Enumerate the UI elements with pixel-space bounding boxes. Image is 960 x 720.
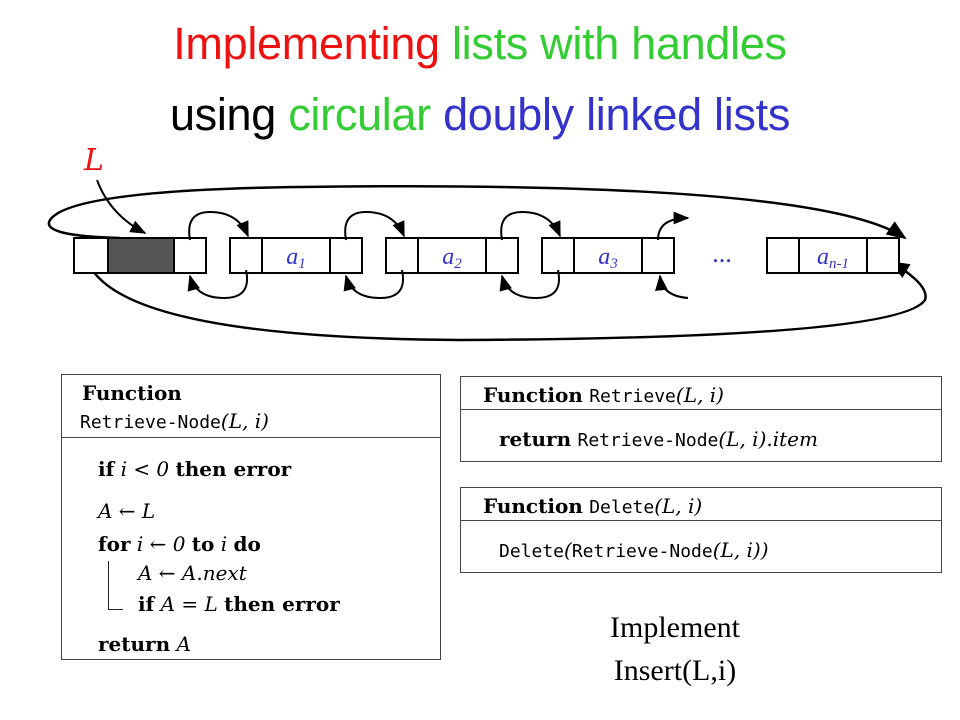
delete-header: Function Delete(L, i)	[483, 494, 703, 518]
handle-pointer-arrow	[96, 179, 147, 234]
loop-body-bracket	[108, 561, 123, 610]
list-node-dummy	[73, 237, 207, 274]
retrieve-node-line-advance: A ← A.next	[138, 561, 247, 585]
slide-title-line2: using circular doubly linked lists	[0, 89, 960, 141]
prev-link-a3-a2	[499, 269, 560, 300]
delete-function-box: Function Delete(L, i) Delete(Retrieve-No…	[460, 487, 942, 573]
list-node-a3: a3	[541, 237, 675, 274]
prev-link-a2-a1	[343, 269, 404, 300]
node-label-an-1: an-1	[817, 244, 849, 272]
retrieve-node-function-box: Function Retrieve-Node(L, i) if i < 0 th…	[61, 374, 441, 660]
title-word-implementing: Implementing	[173, 18, 440, 69]
title-word-using: using	[169, 89, 277, 140]
next-link-dummy-a1	[188, 210, 249, 241]
list-node-a1: a1	[229, 237, 363, 274]
prev-link-a1-dummy	[187, 269, 248, 300]
next-link-a1-a2	[344, 210, 405, 241]
circular-next-link	[47, 185, 907, 240]
retrieve-node-line-for: for i ← 0 to i do	[98, 532, 261, 556]
node-label-a1: a1	[286, 244, 306, 272]
node-label-a3: a3	[598, 244, 618, 272]
prev-link-in-a3	[655, 274, 689, 299]
retrieve-node-line-return: return A	[98, 632, 191, 656]
retrieve-header: Function Retrieve(L, i)	[483, 383, 724, 407]
delete-body: Delete(Retrieve-Node(L, i))	[499, 538, 769, 562]
retrieve-node-line-assign: A ← L	[98, 499, 156, 523]
retrieve-node-header-signature: Retrieve-Node(L, i)	[80, 409, 269, 433]
exercise-line2: Insert(L,i)	[613, 654, 737, 687]
exercise-line1: Implement	[610, 611, 740, 644]
retrieve-body: return Retrieve-Node(L, i).item	[499, 427, 818, 451]
list-node-an-1: an-1	[766, 237, 900, 274]
slide-title-line1: Implementing lists with handles	[0, 18, 960, 70]
next-link-a3-out	[657, 211, 690, 241]
next-link-a2-a3	[500, 210, 561, 241]
list-ellipsis: ...	[712, 239, 732, 268]
handle-label: L	[83, 143, 104, 178]
title-word-circular: circular	[288, 89, 431, 140]
retrieve-node-line-check: if i < 0 then error	[98, 457, 292, 481]
node-label-a2: a2	[442, 244, 462, 272]
retrieve-node-line-loop-check: if A = L then error	[138, 592, 340, 616]
circular-doubly-linked-list-diagram: L a1 a2 a3 ... an-1	[47, 143, 927, 342]
retrieve-function-box: Function Retrieve(L, i) return Retrieve-…	[460, 376, 942, 462]
title-lists-with-handles: lists with handles	[451, 18, 787, 69]
circular-prev-link	[86, 260, 927, 342]
list-node-a2: a2	[385, 237, 519, 274]
title-doubly-linked-lists: doubly linked lists	[443, 89, 791, 140]
retrieve-node-header-keyword: Function	[82, 381, 182, 405]
exercise-prompt: Implement Insert(L,i)	[570, 606, 780, 692]
